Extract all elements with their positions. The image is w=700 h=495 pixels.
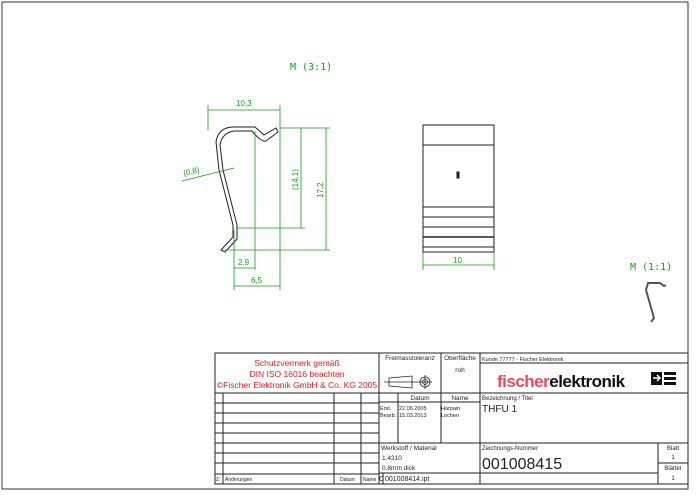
date-header: Datum xyxy=(410,395,429,402)
changes-date: Datum xyxy=(340,477,355,483)
surface-label: Oberfläche xyxy=(444,355,476,362)
surface-value: roh xyxy=(455,367,465,374)
dim-total-height: 17,2 xyxy=(316,182,325,198)
dimension-side-width xyxy=(422,252,495,270)
edited-name: Lochen xyxy=(441,413,459,419)
dimension-lines-detail xyxy=(181,105,330,290)
dim-inner-height: (14,1) xyxy=(291,169,300,190)
sheets-value: 1 xyxy=(671,476,675,482)
material-label: Werkstoff / Material xyxy=(381,445,437,452)
protection-note-line1: Schutzvermerk gemäß xyxy=(254,358,340,368)
thickness-value: 0,8mm dick xyxy=(382,465,416,472)
sheet-value: 1 xyxy=(671,455,675,461)
dim-side-width: 10 xyxy=(453,256,462,265)
title-value: THFU 1 xyxy=(482,404,517,415)
edited-date: 15.03.2013 xyxy=(399,413,427,419)
created-name: Harpain xyxy=(441,406,460,412)
protection-note-line3: ©Fischer Elektronik GmbH & Co. KG 2005 xyxy=(217,380,378,390)
changes-name: Name xyxy=(363,477,377,483)
dim-width-top: 10,3 xyxy=(236,99,252,108)
dim-offset-large: 6,5 xyxy=(251,276,263,285)
overview-scale-label: M (1:1) xyxy=(630,262,672,273)
title-label: Bezeichnung / Titel xyxy=(482,396,533,402)
edited-label: Bearb. xyxy=(380,413,397,419)
created-label: Erst. xyxy=(380,406,392,412)
clip-profile-detail xyxy=(215,126,279,253)
clip-profile-overview xyxy=(644,282,667,323)
fischer-elektronik-logo: fischerelektronik xyxy=(497,372,676,391)
projection-symbol-icon xyxy=(384,375,432,389)
file-prefix: C xyxy=(379,476,384,483)
sheets-label: Blätter xyxy=(664,466,681,472)
drawing-number: 001008415 xyxy=(482,456,562,473)
customer: Kunde 77777 - Fischer Elektronik xyxy=(482,357,564,363)
sheet-label: Blatt xyxy=(667,446,679,452)
drawing-number-label: Zeichnungs-Nummer xyxy=(482,446,538,452)
dim-offset-small: 2,9 xyxy=(238,258,250,267)
protection-note-line2: DIN ISO 16016 beachten xyxy=(250,369,345,379)
material-value: 1.4310 xyxy=(382,455,402,462)
changes-label: Änderungen xyxy=(225,476,252,483)
svg-text:fischerelektronik: fischerelektronik xyxy=(497,372,626,391)
title-block-grid xyxy=(214,352,689,485)
detail-scale-label: M (3:1) xyxy=(290,62,332,73)
created-date: 22.06.2005 xyxy=(399,406,427,412)
tolerance-label: Freimasstoleranz xyxy=(385,355,435,362)
changes-z: Z. xyxy=(216,477,220,483)
clip-side-view xyxy=(422,124,495,253)
file-name: 001008414.ipt xyxy=(385,476,429,483)
name-header: Name xyxy=(451,395,469,402)
dim-thickness: (0,8) xyxy=(182,165,200,178)
drawing-border xyxy=(1,1,689,490)
